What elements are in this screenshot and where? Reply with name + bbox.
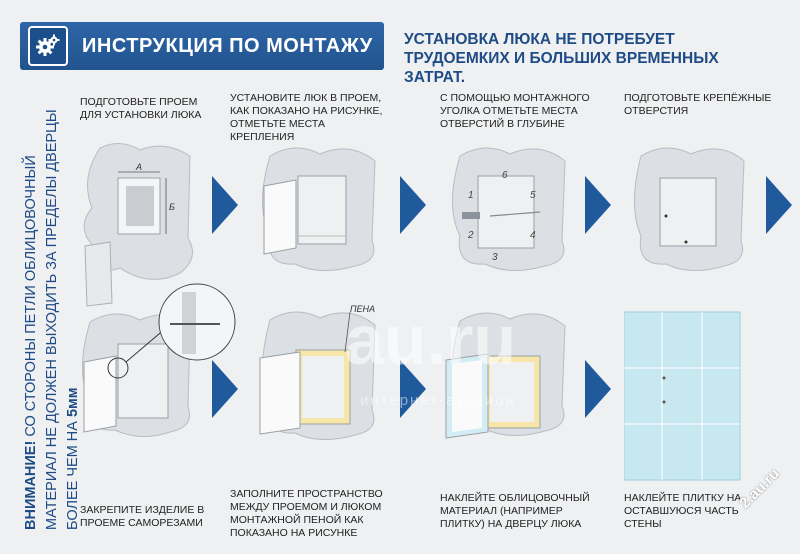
page-title: ИНСТРУКЦИЯ ПО МОНТАЖУ	[82, 34, 373, 57]
figure-screws	[82, 283, 236, 437]
warning-strong: ВНИМАНИЕ!	[23, 440, 39, 530]
watermark-sub: интернет-аукцион	[360, 392, 516, 409]
mark-1: 1	[468, 190, 474, 201]
watermark: au.ru	[345, 301, 517, 379]
step-4-text: ПОДГОТОВЬТЕ КРЕПЁЖНЫЕ ОТВЕРСТИЯ	[624, 92, 772, 117]
mark-3: 3	[492, 252, 498, 263]
figure-holes	[634, 147, 745, 271]
foam-label: ПЕНА	[350, 304, 375, 314]
arrow-3-icon	[585, 176, 611, 234]
step-5-text: ЗАКРЕПИТЕ ИЗДЕЛИЕ В ПРОЕМЕ САМОРЕЗАМИ	[80, 504, 205, 529]
arrow-2-icon	[400, 176, 426, 234]
mark-6: 6	[502, 170, 508, 181]
step-6-text: ЗАПОЛНИТЕ ПРОСТРАНСТВО МЕЖДУ ПРОЕМОМ И Л…	[230, 488, 383, 539]
step-3-text: С ПОМОЩЬЮ МОНТАЖНОГО УГОЛКА ОТМЕТЬТЕ МЕС…	[440, 92, 590, 130]
warning-block: ВНИМАНИЕ! СО СТОРОНЫ ПЕТЛИ ОБЛИЦОВОЧНЫЙ …	[21, 80, 81, 530]
headline: УСТАНОВКА ЛЮКА НЕ ПОТРЕБУЕТ ТРУДОЕМКИХ И…	[404, 31, 719, 86]
step-2-text: УСТАНОВИТЕ ЛЮК В ПРОЕМ, КАК ПОКАЗАНО НА …	[230, 92, 383, 143]
figure-cladding	[445, 312, 566, 439]
arrow-1-icon	[212, 176, 238, 234]
figure-install	[262, 147, 376, 271]
figure-tiles	[624, 311, 741, 481]
step-7-text: НАКЛЕЙТЕ ОБЛИЦОВОЧНЫЙ МАТЕРИАЛ (НАПРИМЕР…	[440, 492, 590, 530]
gears-icon	[28, 26, 68, 66]
dim-b-label: Б	[169, 202, 175, 212]
mark-4: 4	[530, 230, 536, 241]
arrow-5-icon	[212, 360, 238, 418]
arrow-4-icon	[766, 176, 792, 234]
mark-2: 2	[467, 230, 474, 241]
mark-5: 5	[530, 190, 536, 201]
figure-opening: А Б	[83, 143, 193, 307]
step-8-text: НАКЛЕЙТЕ ПЛИТКУ НА ОСТАВШУЮСЯ ЧАСТЬ СТЕН…	[624, 492, 742, 530]
arrow-7-icon	[585, 360, 611, 418]
step-1-text: ПОДГОТОВЬТЕ ПРОЕМ ДЛЯ УСТАНОВКИ ЛЮКА	[80, 96, 202, 121]
figure-foam: ПЕНА	[259, 304, 376, 440]
arrow-6-icon	[400, 360, 426, 418]
dim-a-label: А	[135, 162, 142, 172]
header-banner: ИНСТРУКЦИЯ ПО МОНТАЖУ	[20, 22, 384, 70]
figure-marks: 1 2 3 4 5 6	[452, 147, 566, 271]
